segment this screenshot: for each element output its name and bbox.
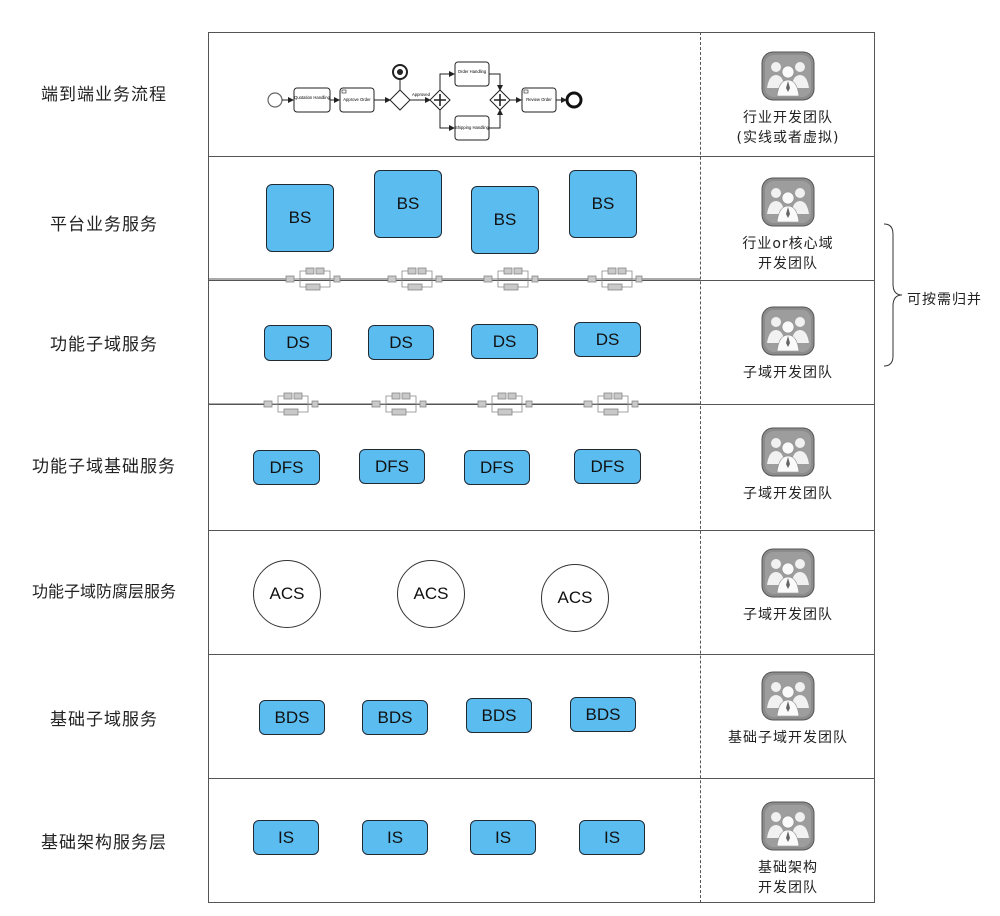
team-label: 子域开发团队 [743,486,833,502]
bs-service-box: BS [266,184,334,252]
row-label-functional-subdomain: 功能子域服务 [50,335,158,355]
ds-service-box: DS [471,324,538,359]
bds-service-box: BDS [466,698,532,733]
start-event [267,92,283,108]
acs-service-circle: ACS [541,564,609,632]
task-order-handling [454,61,490,87]
end-event [565,91,583,109]
bs-service-box: BS [471,186,539,254]
team-column-divider [700,32,701,903]
svg-text:Quotation Handling: Quotation Handling [294,95,331,100]
team-group-icon [761,427,815,477]
svg-text:Approve Order: Approve Order [343,97,371,102]
row-label-infrastructure: 基础架构服务层 [41,833,167,853]
exclusive-gateway [389,89,411,111]
row-label-basic-subdomain: 基础子域服务 [50,710,158,730]
bus-connector-icon [483,267,539,291]
team-cell: 基础子域开发团队 [703,670,873,748]
ds-service-box: DS [368,325,434,360]
diagram-frame [208,32,875,903]
team-group-icon [761,306,815,356]
row-divider [208,156,875,157]
team-cell: 子域开发团队 [703,426,873,504]
bus-connector-icon [477,392,533,416]
team-label: 行业or核心域 开发团队 [742,236,834,272]
svg-text:Shipping Handling: Shipping Handling [455,125,490,130]
team-group-icon [761,548,815,598]
team-cell: 基础架构 开发团队 [703,800,873,898]
row-divider [208,654,875,655]
bus-connector-icon [285,267,341,291]
service-bus-upper [208,267,700,291]
team-cell: 行业or核心域 开发团队 [703,176,873,274]
team-cell: 子域开发团队 [703,305,873,383]
dfs-service-box: DFS [253,450,320,485]
is-service-box: IS [253,820,319,855]
row-divider [208,530,875,531]
merge-on-demand-note: 可按需归并 [907,292,982,308]
bus-connector-icon [263,392,319,416]
team-label: 子域开发团队 [743,365,833,381]
brace-icon [883,223,903,367]
is-service-box: IS [579,820,645,855]
bus-connector-icon [583,392,639,416]
bpmn-process-diagram: Quotation Handling Approve Order Approve… [267,61,583,141]
task-quotation [293,87,331,113]
acs-service-circle: ACS [397,560,465,628]
bds-service-box: BDS [259,700,325,735]
team-label: 基础子域开发团队 [728,730,848,746]
team-cell: 子域开发团队 [703,547,873,625]
dfs-service-box: DFS [574,449,641,484]
svg-text:Order Handling: Order Handling [458,69,487,74]
bs-service-box: BS [569,170,637,238]
team-group-icon [761,801,815,851]
service-bus-lower [208,392,700,416]
bds-service-box: BDS [362,700,428,735]
bus-connector-icon [371,392,427,416]
ds-service-box: DS [264,325,332,361]
dfs-service-box: DFS [359,449,425,484]
row-label-functional-subdomain-acl: 功能子域防腐层服务 [31,582,176,601]
team-label: 子域开发团队 [743,607,833,623]
acs-service-circle: ACS [253,560,321,628]
team-cell: 行业开发团队 (实线或者虚拟) [703,50,873,148]
team-group-icon [761,671,815,721]
svg-text:Approved: Approved [412,92,431,97]
dfs-service-box: DFS [464,450,530,485]
row-divider [208,280,875,281]
bus-connector-icon [387,267,443,291]
bs-service-box: BS [374,170,442,238]
is-service-box: IS [362,820,428,855]
row-divider [208,778,875,779]
bus-connector-icon [587,267,643,291]
row-label-platform-business: 平台业务服务 [50,215,158,235]
row-label-functional-subdomain-foundation: 功能子域基础服务 [32,457,176,477]
team-label: 基础架构 开发团队 [758,860,818,896]
row-label-e2e-process: 端到端业务流程 [41,85,167,105]
ds-service-box: DS [574,322,641,357]
team-group-icon [761,177,815,227]
team-group-icon [761,51,815,101]
is-service-box: IS [470,820,536,855]
svg-text:Review Order: Review Order [526,97,552,102]
team-label: 行业开发团队 (实线或者虚拟) [736,110,840,146]
bds-service-box: BDS [570,697,636,732]
